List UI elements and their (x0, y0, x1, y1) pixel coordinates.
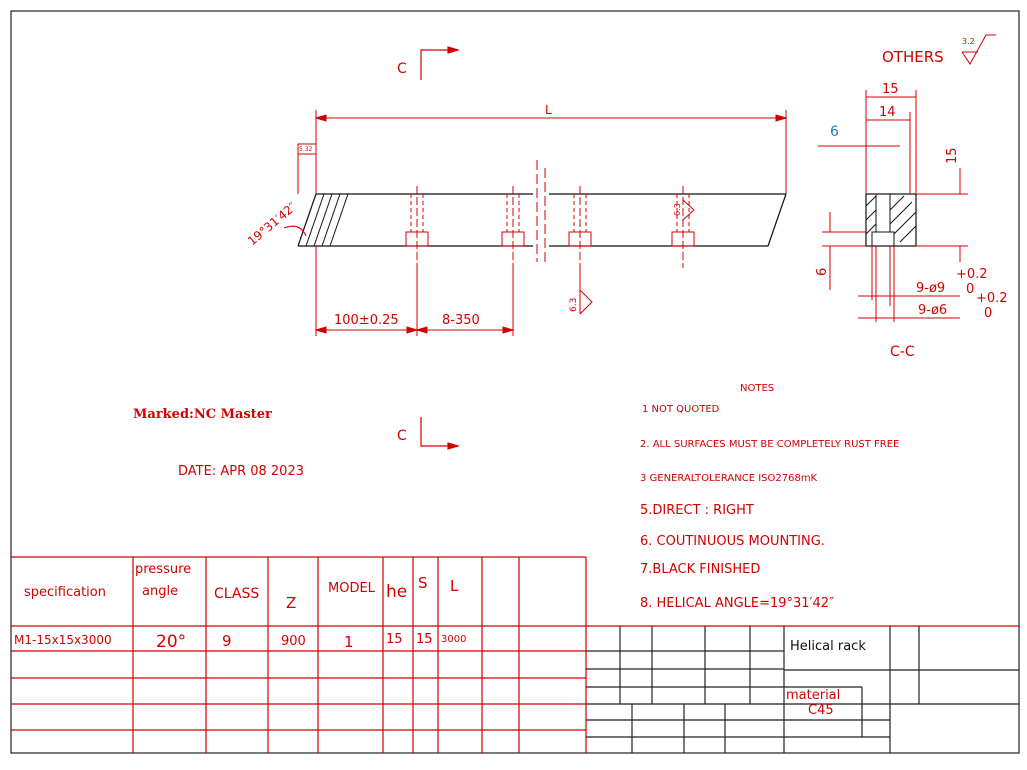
title-block-grid (586, 626, 1019, 753)
roughness-symbol-face (297, 143, 316, 194)
roughness-symbol-end (682, 199, 695, 221)
cell-specification: M1-15x15x3000 (14, 633, 112, 647)
title-block-material: C45 (808, 703, 834, 718)
section-mark-bottom-label: C (397, 428, 407, 444)
cell-class: 9 (222, 632, 232, 650)
hdr-pressure: pressure (135, 562, 191, 577)
note-3: 3 GENERALTOLERANCE ISO2768mK (640, 473, 818, 484)
notes-title: NOTES (740, 383, 774, 394)
note-7: 7.BLACK FINISHED (640, 562, 760, 577)
hole1-dimension: 9-ø9 (916, 281, 945, 296)
body-roughness-value: 6.3 (569, 298, 579, 312)
cell-model: 1 (344, 633, 354, 651)
section-width-outer: 15 (882, 82, 899, 97)
section-label: C-C (890, 344, 915, 360)
title-block-name: Helical rack (790, 639, 866, 654)
section-mark-bottom (420, 417, 461, 450)
pitch-first-label: 100±0.25 (334, 313, 399, 328)
marked-text: Marked:NC Master (133, 407, 272, 422)
roughness-symbol-others (961, 34, 996, 65)
section-view (865, 193, 917, 247)
cell-l: 3000 (441, 634, 466, 645)
hole2-tol-upper: +0.2 (976, 291, 1008, 306)
mounting-holes (405, 186, 695, 268)
section-offset-blue: 6 (830, 124, 839, 140)
cell-pressure-angle: 20° (156, 632, 186, 652)
title-block-material-label: material (786, 688, 840, 703)
length-label: L (545, 103, 552, 117)
section-offset: 6 (815, 268, 830, 276)
hole2-tol-lower: 0 (984, 306, 992, 321)
section-dimensions (818, 90, 968, 322)
face-roughness-value: 5.32 (299, 146, 313, 153)
end-roughness-value: 6.3 (673, 203, 682, 216)
hdr-z: Z (286, 594, 296, 612)
hdr-angle: angle (142, 584, 178, 599)
section-mark-top (420, 46, 461, 80)
note-5: 5.DIRECT : RIGHT (640, 503, 754, 518)
length-dimension (314, 110, 788, 194)
spec-table-grid (11, 556, 1019, 753)
cell-s: 15 (416, 632, 433, 647)
hdr-he: he (386, 582, 407, 602)
hdr-specification: specification (24, 585, 106, 600)
others-label: OTHERS (882, 48, 944, 66)
helical-hatch (305, 193, 349, 247)
sheet-border (10, 10, 1020, 754)
section-mark-top-label: C (397, 61, 407, 77)
section-width-inner: 14 (879, 105, 896, 120)
roughness-symbol-body (579, 268, 593, 315)
hole1-tol-lower: 0 (966, 282, 974, 297)
hdr-model: MODEL (328, 581, 376, 596)
rack-front-view (297, 193, 787, 247)
break-lines (536, 160, 546, 262)
note-1: 1 NOT QUOTED (642, 404, 720, 415)
pitch-count-label: 8-350 (442, 313, 480, 328)
helical-angle-label: 19°31′42″ (245, 199, 300, 248)
hole1-tol-upper: +0.2 (956, 267, 988, 282)
hdr-class: CLASS (214, 586, 259, 602)
hdr-l: L (450, 577, 459, 595)
date-text: DATE: APR 08 2023 (178, 464, 304, 479)
hdr-s: S (418, 574, 428, 592)
cell-he: 15 (386, 632, 403, 647)
section-height: 15 (945, 147, 960, 164)
note-8: 8. HELICAL ANGLE=19°31′42″ (640, 596, 834, 611)
helical-angle-arc (283, 225, 307, 237)
others-roughness-value: 3.2 (962, 37, 975, 46)
note-2: 2. ALL SURFACES MUST BE COMPLETELY RUST … (640, 439, 899, 450)
pitch-dimensions (314, 246, 515, 336)
note-6: 6. COUTINUOUS MOUNTING. (640, 534, 825, 549)
cell-z: 900 (281, 634, 306, 649)
hole2-dimension: 9-ø6 (918, 303, 947, 318)
